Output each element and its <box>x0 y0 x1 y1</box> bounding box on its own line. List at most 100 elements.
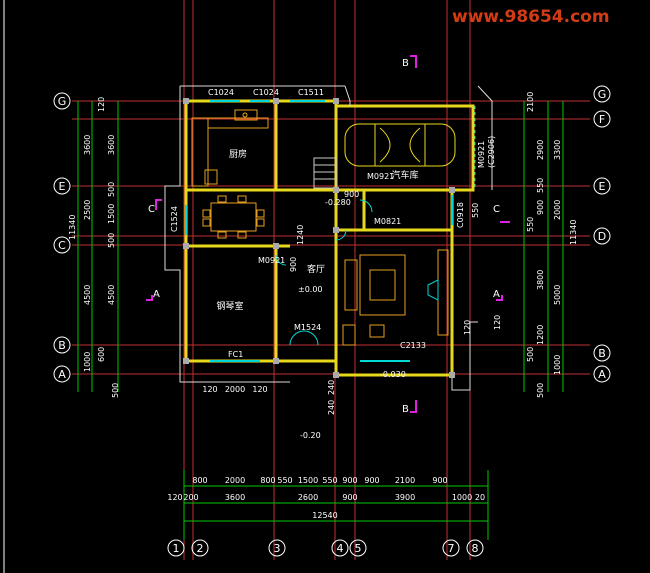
axis-label-2: 2 <box>197 542 204 555</box>
level-020: -0.20 <box>300 431 321 440</box>
dim-right-inner-1: 2900 <box>536 140 545 160</box>
label-m0921b: M0921 <box>258 256 285 265</box>
label-c1024b: C1024 <box>253 88 279 97</box>
dim-misc-0: 900 <box>344 190 359 199</box>
dim-left-mid-3: 1000 <box>83 352 92 372</box>
dim-left-inner-6: 600 <box>97 347 106 362</box>
dim-right-inner-4: 550 <box>526 217 535 232</box>
axis-label-f-right: F <box>599 113 605 126</box>
room-piano: 钢琴室 <box>216 300 243 312</box>
axis-label-c-left: C <box>58 239 66 252</box>
dim-bottom-total: 12540 <box>312 511 337 520</box>
dim-left-mid-0: 3600 <box>83 135 92 155</box>
label-c2133: C2133 <box>400 341 426 350</box>
axis-label-d-right: D <box>598 230 606 243</box>
dim-misc-1: 550 <box>471 203 480 218</box>
dim-right-inner-7: 500 <box>526 347 535 362</box>
axis-label-7: 7 <box>448 542 455 555</box>
axis-label-g-right: G <box>598 88 607 101</box>
car-icon <box>344 123 456 167</box>
dim-bottom-1-1: 2000 <box>225 476 245 485</box>
kitchen-fixtures <box>191 109 269 187</box>
section-a-left: A <box>153 289 160 300</box>
room-kitchen: 厨房 <box>229 148 247 160</box>
dim-plan-bottom-0: 120 <box>202 385 217 394</box>
dim-bottom-1-6: 900 <box>342 476 357 485</box>
dim-right-inner-8: 120 <box>493 315 502 330</box>
dim-right-inner-5: 3800 <box>536 270 545 290</box>
axis-label-b-left: B <box>58 339 66 352</box>
watermark: www.98654.com <box>452 7 610 27</box>
label-fc1: FC1 <box>228 350 243 359</box>
dim-bottom-2-6: 1000 <box>452 493 472 502</box>
label-c1511: C1511 <box>298 88 324 97</box>
dim-bottom-1-0: 800 <box>192 476 207 485</box>
dim-bottom-2-2: 3600 <box>225 493 245 502</box>
outer-contour <box>164 85 493 391</box>
columns <box>183 98 455 378</box>
door-swings <box>275 199 373 346</box>
label-c1024a: C1024 <box>208 88 234 97</box>
dim-left-mid-4: 500 <box>111 383 120 398</box>
dim-right-mid-0: 3300 <box>553 140 562 160</box>
dim-right-inner-6: 1200 <box>536 325 545 345</box>
dim-misc-3: 240 <box>327 400 336 415</box>
dim-left-inner-5: 4500 <box>107 285 116 305</box>
section-marks <box>146 55 510 413</box>
dim-misc-5: 1240 <box>296 225 305 245</box>
appliance-icon <box>427 279 439 301</box>
dim-left-inner-2: 500 <box>107 182 116 197</box>
dim-right-mid-3: 1000 <box>553 355 562 375</box>
axis-label-8: 8 <box>472 542 479 555</box>
level-030: -0.030 <box>380 370 406 379</box>
section-b-top: B <box>402 58 409 69</box>
dim-bottom-1-5: 550 <box>322 476 337 485</box>
dim-bottom-1-2: 800 <box>260 476 275 485</box>
dim-bottom-2-1: 200 <box>183 493 198 502</box>
dim-right-outer: 11340 <box>569 220 578 245</box>
dim-bottom-1-3: 550 <box>277 476 292 485</box>
dim-left-inner-1: 3600 <box>107 135 116 155</box>
dim-bottom-2-0: 120 <box>167 493 182 502</box>
dim-left-inner-3: 1500 <box>107 204 116 224</box>
axis-label-a-left: A <box>58 368 66 381</box>
section-c-right: C <box>493 204 500 215</box>
label-m0921c: M0921 <box>477 141 486 168</box>
section-b-bottom: B <box>402 404 409 415</box>
axis-label-b-right: B <box>598 347 606 360</box>
label-c1524: C1524 <box>170 206 179 232</box>
dim-bottom-2-5: 3900 <box>395 493 415 502</box>
axis-label-a-right: A <box>598 368 606 381</box>
dim-right-inner-2: 550 <box>536 178 545 193</box>
axis-label-e-left: E <box>59 180 66 193</box>
level-280: -0.280 <box>325 198 351 207</box>
dim-right-mid-4: 500 <box>536 383 545 398</box>
dim-right-inner-3: 900 <box>536 200 545 215</box>
dim-left-mid-2: 4500 <box>83 285 92 305</box>
dimension-lines <box>77 101 564 540</box>
label-m0821: M0821 <box>374 217 401 226</box>
sofa-set-icon <box>342 249 449 346</box>
windows <box>185 100 453 362</box>
axis-label-1: 1 <box>173 542 180 555</box>
dim-bottom-2-4: 900 <box>342 493 357 502</box>
dim-bottom-1-8: 2100 <box>395 476 415 485</box>
dim-plan-bottom-1: 2000 <box>225 385 245 394</box>
dim-misc-4: 900 <box>289 257 298 272</box>
dim-bottom-1-7: 900 <box>364 476 379 485</box>
dim-misc-6: 120 <box>463 320 472 335</box>
dim-bottom-1-9: 900 <box>432 476 447 485</box>
axis-bubbles <box>53 85 611 557</box>
label-m0921-note: (C2906) <box>487 136 496 168</box>
label-m0921a: M0921 <box>367 172 394 181</box>
dim-right-mid-2: 5000 <box>553 285 562 305</box>
room-living: 客厅 <box>307 263 325 275</box>
room-garage: 汽车库 <box>391 169 418 181</box>
dim-left-inner-4: 500 <box>107 233 116 248</box>
dim-misc-2: 240 <box>327 380 336 395</box>
dim-bottom-1-4: 1500 <box>298 476 318 485</box>
dim-bottom-2-3: 2600 <box>298 493 318 502</box>
axis-label-3: 3 <box>274 542 281 555</box>
